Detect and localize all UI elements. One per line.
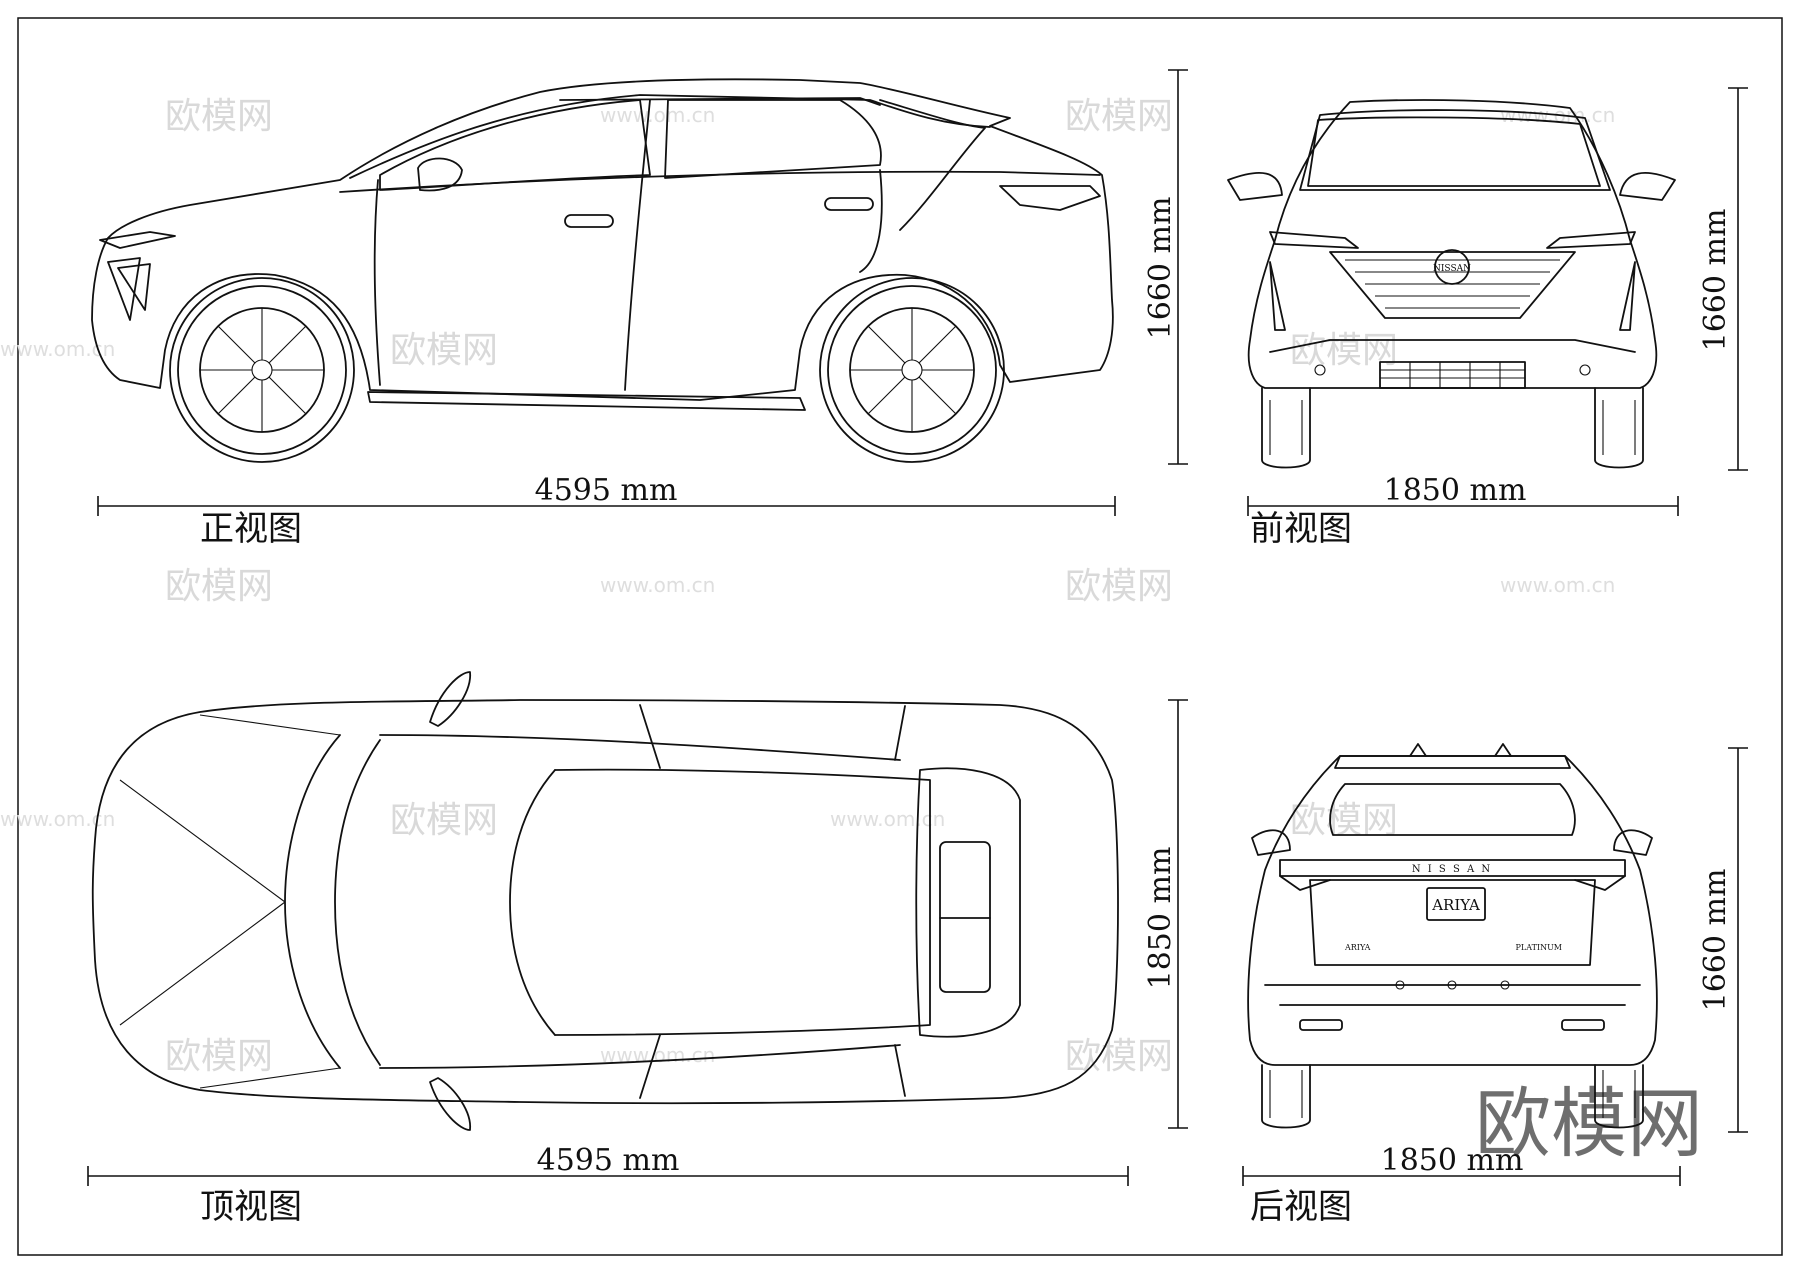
front-view-caption: 前视图 bbox=[1250, 509, 1352, 549]
side-length-label: 4595 mm bbox=[535, 473, 678, 508]
rear-brand-strip: N I S S A N bbox=[1412, 864, 1492, 875]
watermark-brand: 欧模网 bbox=[1065, 1036, 1173, 1077]
rear-width-label: 1850 mm bbox=[1381, 1143, 1524, 1178]
side-length-dimension bbox=[97, 496, 1116, 516]
side-view-caption: 正视图 bbox=[200, 509, 302, 549]
watermark-brand: 欧模网 bbox=[165, 96, 273, 137]
rear-model-badge: ARIYA bbox=[1344, 943, 1371, 952]
side-view-drawing bbox=[91, 78, 1114, 463]
rear-width-dimension bbox=[1242, 1166, 1681, 1186]
top-width-dimension bbox=[1168, 699, 1188, 1129]
top-length-dimension bbox=[87, 1166, 1129, 1186]
front-width-label: 1850 mm bbox=[1384, 473, 1527, 508]
watermark-brand: 欧模网 bbox=[390, 330, 498, 371]
watermark-brand-large: 欧模网 bbox=[1475, 1079, 1703, 1168]
watermark-url: www.om.cn bbox=[1500, 573, 1615, 597]
watermark-brand: 欧模网 bbox=[1065, 96, 1173, 137]
front-view-drawing: NISSAN bbox=[1227, 99, 1676, 469]
front-height-dimension bbox=[1728, 87, 1748, 471]
rear-plate-text: ARIYA bbox=[1431, 896, 1480, 914]
watermark-brand: 欧模网 bbox=[165, 566, 273, 607]
watermark-url: www.om.cn bbox=[600, 103, 715, 127]
watermark-brand: 欧模网 bbox=[390, 800, 498, 841]
watermark-url: www.om.cn bbox=[600, 573, 715, 597]
drawing-frame bbox=[17, 17, 1783, 1256]
top-view-drawing bbox=[91, 671, 1119, 1131]
watermark-layer: 欧模网 www.om.cn 欧模网 www.om.cn 欧模网 www.om.c… bbox=[0, 96, 1703, 1168]
top-view-caption: 顶视图 bbox=[200, 1187, 302, 1227]
rear-height-label: 1660 mm bbox=[1698, 869, 1733, 1012]
side-height-label: 1660 mm bbox=[1143, 197, 1178, 340]
rear-height-dimension bbox=[1728, 747, 1748, 1133]
top-length-label: 4595 mm bbox=[537, 1143, 680, 1178]
rear-view-caption: 后视图 bbox=[1250, 1187, 1352, 1227]
front-badge: NISSAN bbox=[1433, 264, 1471, 274]
front-width-dimension bbox=[1247, 496, 1679, 516]
front-height-label: 1660 mm bbox=[1698, 209, 1733, 352]
watermark-url: www.om.cn bbox=[830, 807, 945, 831]
top-width-label: 1850 mm bbox=[1143, 847, 1178, 990]
rear-view-drawing: N I S S A N ARIYA ARIYA PLATINUM bbox=[1247, 743, 1658, 1129]
side-height-dimension bbox=[1168, 69, 1188, 465]
watermark-brand: 欧模网 bbox=[1065, 566, 1173, 607]
rear-trim-badge: PLATINUM bbox=[1516, 943, 1562, 952]
watermark-brand: 欧模网 bbox=[1290, 330, 1398, 371]
watermark-brand: 欧模网 bbox=[165, 1036, 273, 1077]
